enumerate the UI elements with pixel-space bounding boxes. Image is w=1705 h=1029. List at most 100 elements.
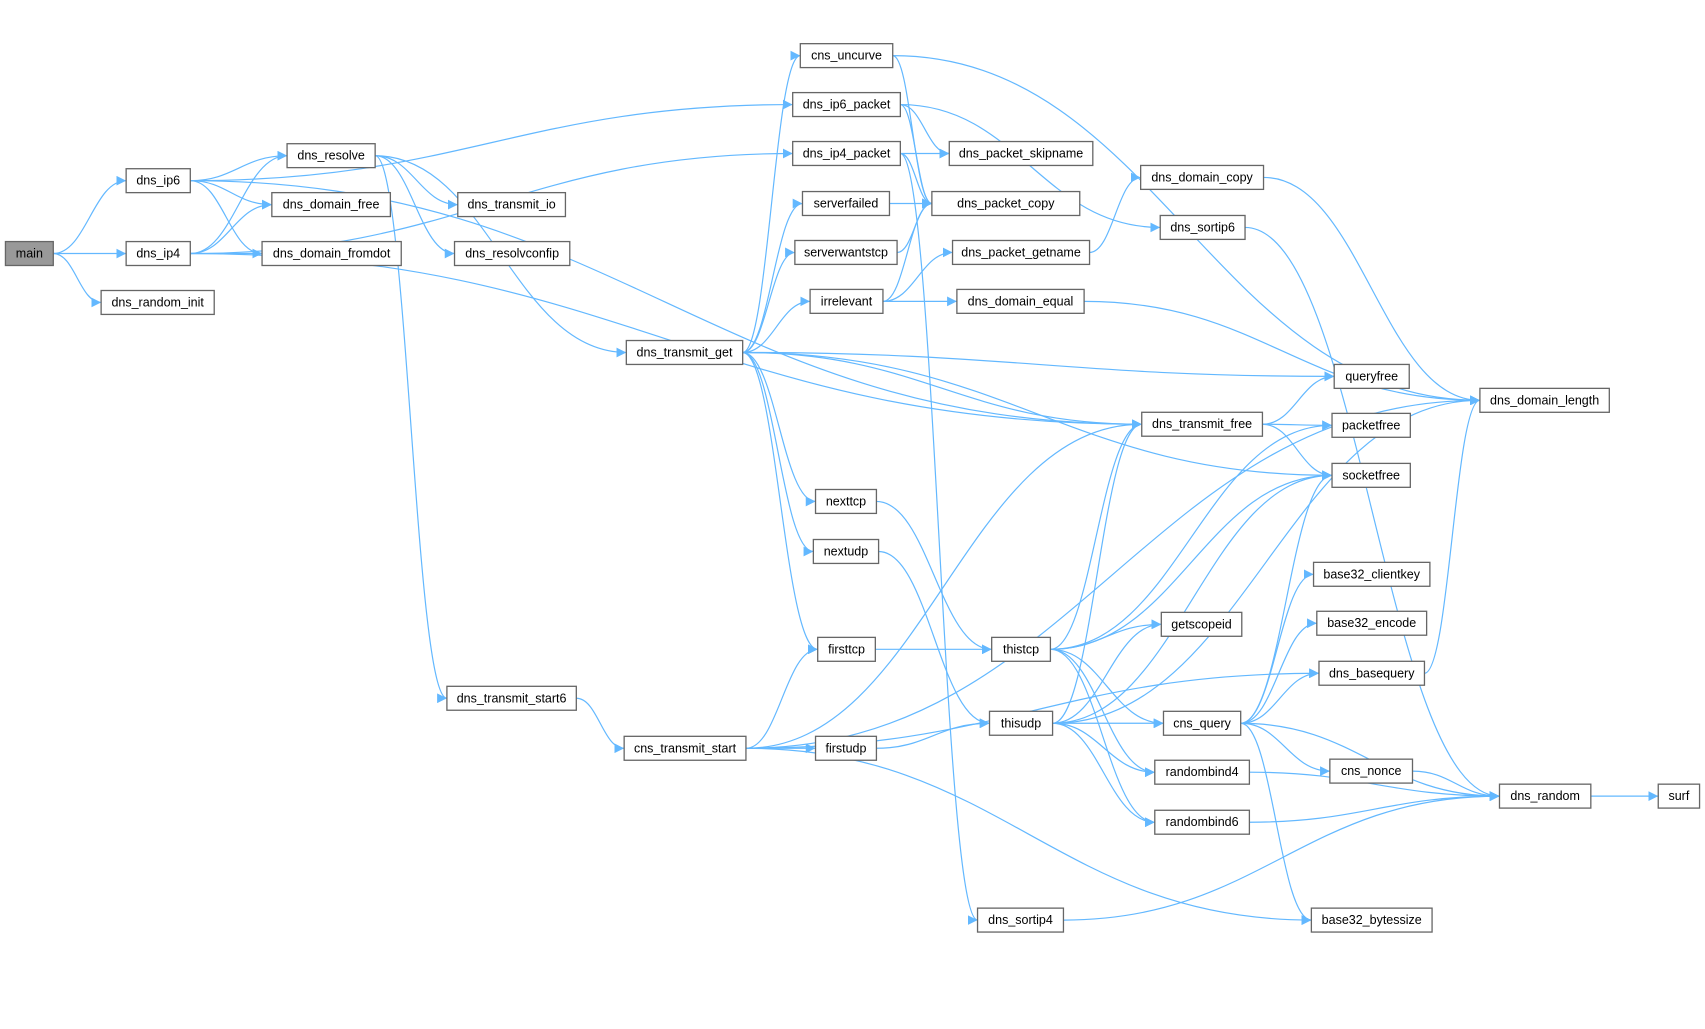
- node-main[interactable]: main: [4, 240, 54, 267]
- node-randombind6[interactable]: randombind6: [1154, 809, 1251, 835]
- node-label: dns_sortip4: [988, 913, 1053, 927]
- node-serverwantstcp[interactable]: serverwantstcp: [794, 239, 898, 266]
- node-base32_bytessize[interactable]: base32_bytessize: [1310, 907, 1433, 933]
- node-dns_transmit_free[interactable]: dns_transmit_free: [1141, 411, 1264, 437]
- node-dns_sortip6[interactable]: dns_sortip6: [1159, 214, 1246, 241]
- node-firsttcp[interactable]: firsttcp: [817, 636, 876, 662]
- node-randombind4[interactable]: randombind4: [1154, 759, 1251, 785]
- node-dns_domain_fromdot[interactable]: dns_domain_fromdot: [261, 240, 402, 267]
- edge-irrelevant-to-dns_packet_copy: [882, 198, 933, 302]
- node-nexttcp[interactable]: nexttcp: [814, 488, 878, 515]
- node-queryfree[interactable]: queryfree: [1333, 363, 1410, 390]
- node-socketfree[interactable]: socketfree: [1331, 462, 1411, 488]
- edge-dns_ip6-to-dns_domain_free: [190, 180, 272, 210]
- node-box: [1154, 809, 1251, 835]
- edge-main-to-dns_random_init: [53, 252, 102, 308]
- node-dns_resolvconfip[interactable]: dns_resolvconfip: [453, 240, 571, 267]
- node-label: dns_random_init: [111, 295, 204, 309]
- node-box: [125, 168, 191, 194]
- node-firstudp[interactable]: firstudp: [814, 735, 878, 761]
- edge-dns_ip4-to-dns_resolve: [190, 150, 288, 255]
- node-dns_transmit_get[interactable]: dns_transmit_get: [625, 339, 744, 366]
- edge-thistcp-to-cns_query: [1050, 648, 1164, 729]
- node-dns_packet_copy[interactable]: dns_packet_copy: [931, 190, 1081, 217]
- node-label: randombind4: [1166, 765, 1239, 779]
- node-label: randombind6: [1166, 815, 1239, 829]
- node-label: serverfailed: [814, 197, 879, 211]
- node-dns_packet_getname[interactable]: dns_packet_getname: [951, 239, 1091, 266]
- edge-dns_transmit_get-to-firsttcp: [742, 351, 818, 655]
- edge-dns_ip6_packet-to-dns_packet_skipname: [900, 103, 950, 159]
- node-label: serverwantstcp: [804, 245, 888, 259]
- node-dns_domain_copy[interactable]: dns_domain_copy: [1140, 164, 1265, 191]
- node-box: [1331, 462, 1411, 488]
- edge-firstudp-to-thisudp: [876, 718, 990, 749]
- node-dns_sortip4[interactable]: dns_sortip4: [976, 907, 1065, 933]
- node-dns_transmit_io[interactable]: dns_transmit_io: [457, 191, 567, 218]
- edge-dns_transmit_free-to-queryfree: [1262, 371, 1335, 425]
- node-box: [1329, 758, 1414, 784]
- node-serverfailed[interactable]: serverfailed: [801, 190, 891, 217]
- node-box: [817, 636, 876, 662]
- node-dns_domain_length[interactable]: dns_domain_length: [1479, 387, 1610, 413]
- edge-dns_domain_equal-to-dns_domain_length: [1084, 300, 1480, 406]
- node-cns_transmit_start[interactable]: cns_transmit_start: [623, 735, 747, 761]
- node-label: packetfree: [1342, 418, 1400, 432]
- node-dns_domain_free[interactable]: dns_domain_free: [271, 191, 392, 218]
- node-dns_resolve[interactable]: dns_resolve: [286, 143, 376, 169]
- node-thisudp[interactable]: thisudp: [988, 710, 1054, 736]
- node-irrelevant[interactable]: irrelevant: [809, 288, 884, 314]
- node-getscopeid[interactable]: getscopeid: [1160, 611, 1243, 637]
- node-dns_ip4_packet[interactable]: dns_ip4_packet: [792, 140, 901, 167]
- node-dns_ip4[interactable]: dns_ip4: [125, 240, 191, 267]
- node-dns_ip6_packet[interactable]: dns_ip6_packet: [792, 91, 901, 118]
- node-box: [453, 240, 571, 267]
- edge-dns_transmit_get-to-dns_transmit_free: [742, 351, 1142, 430]
- node-label: dns_transmit_start6: [457, 691, 567, 705]
- node-dns_transmit_start6[interactable]: dns_transmit_start6: [446, 685, 577, 711]
- node-base32_clientkey[interactable]: base32_clientkey: [1312, 561, 1431, 587]
- node-dns_packet_skipname[interactable]: dns_packet_skipname: [948, 140, 1094, 167]
- edge-thistcp-to-randombind4: [1050, 648, 1155, 778]
- node-box: [1312, 561, 1431, 587]
- edge-dns_ip4-to-dns_domain_free: [190, 199, 272, 255]
- node-box: [948, 140, 1094, 167]
- node-cns_uncurve[interactable]: cns_uncurve: [799, 43, 894, 69]
- node-label: queryfree: [1345, 369, 1398, 383]
- node-label: dns_domain_length: [1490, 393, 1599, 407]
- edge-dns_sortip6-to-dns_random: [1245, 226, 1500, 801]
- node-label: cns_query: [1173, 716, 1231, 730]
- edge-cns_transmit_start-to-dns_transmit_free: [745, 419, 1142, 749]
- node-dns_basequery[interactable]: dns_basequery: [1318, 660, 1426, 686]
- node-packetfree[interactable]: packetfree: [1331, 412, 1411, 438]
- edge-thistcp-to-dns_transmit_free: [1050, 419, 1142, 650]
- edge-thistcp-to-packetfree: [1050, 420, 1333, 650]
- node-nextudp[interactable]: nextudp: [812, 538, 880, 565]
- node-dns_random_init[interactable]: dns_random_init: [100, 289, 215, 316]
- node-label: dns_ip4: [136, 247, 180, 261]
- edge-thisudp-to-dns_transmit_free: [1052, 419, 1142, 724]
- node-box: [814, 735, 878, 761]
- edge-nexttcp-to-thistcp: [876, 500, 992, 655]
- node-box: [1160, 611, 1243, 637]
- node-label: dns_transmit_free: [1152, 417, 1252, 431]
- edge-dns_ip4-to-dns_transmit_free: [190, 252, 1142, 430]
- node-dns_domain_equal[interactable]: dns_domain_equal: [956, 288, 1085, 314]
- node-box: [1316, 610, 1428, 636]
- node-dns_random[interactable]: dns_random: [1498, 783, 1592, 809]
- edge-dns_packet_getname-to-dns_domain_copy: [1089, 172, 1141, 254]
- node-base32_encode[interactable]: base32_encode: [1316, 610, 1428, 636]
- node-label: dns_transmit_get: [637, 345, 733, 359]
- edge-irrelevant-to-dns_packet_getname: [882, 247, 953, 302]
- edge-dns_transmit_get-to-nextudp: [742, 351, 814, 557]
- node-thistcp[interactable]: thistcp: [991, 636, 1052, 662]
- edge-randombind6-to-dns_random: [1249, 791, 1500, 823]
- node-cns_nonce[interactable]: cns_nonce: [1329, 758, 1414, 784]
- node-dns_ip6[interactable]: dns_ip6: [125, 168, 191, 194]
- node-surf[interactable]: surf: [1657, 783, 1701, 809]
- node-label: dns_resolvconfip: [465, 247, 559, 261]
- node-cns_query[interactable]: cns_query: [1162, 710, 1242, 736]
- edge-randombind4-to-dns_random: [1249, 771, 1500, 802]
- node-box: [286, 143, 376, 169]
